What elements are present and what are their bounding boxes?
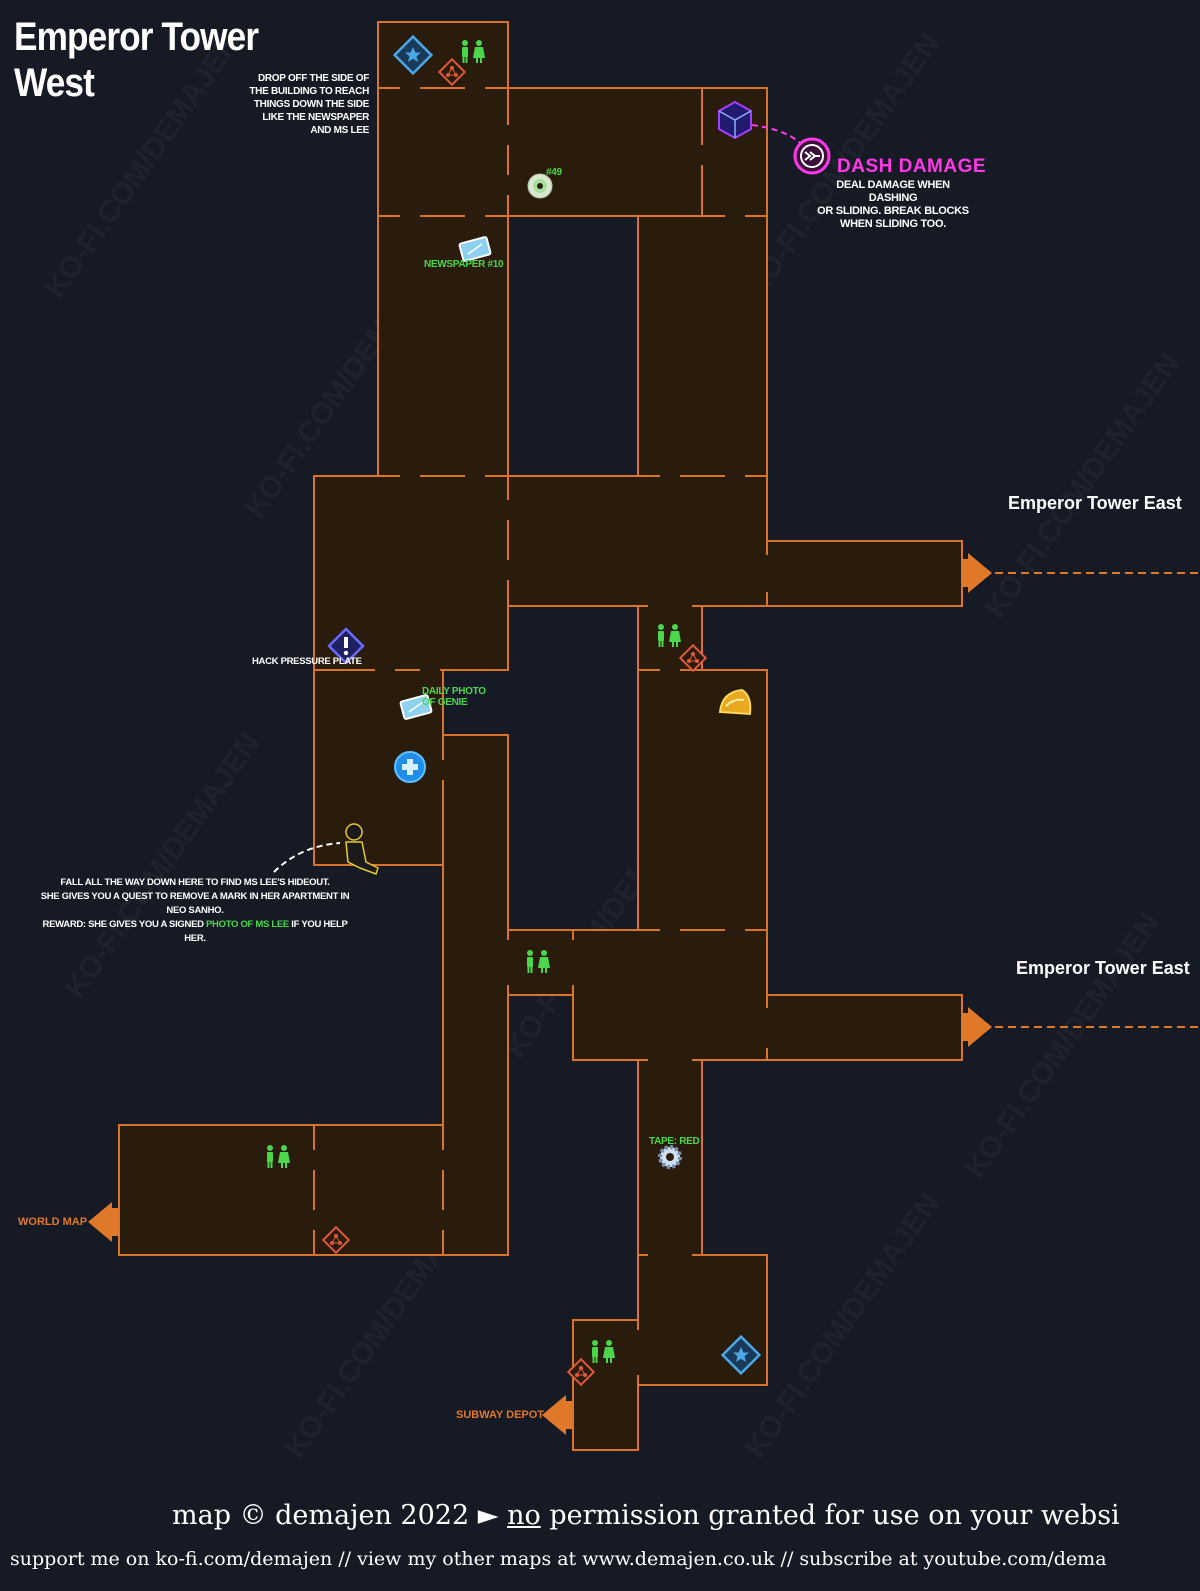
exit-label-subway: SUBWAY DEPOT <box>456 1409 545 1421</box>
newspaper-label: NEWSPAPER #10 <box>424 259 504 270</box>
watermark-text: KO-FI.COM/DEMAJEN <box>959 907 1167 1184</box>
room-upper-left <box>377 87 509 217</box>
dash-ability-icon[interactable] <box>793 137 831 175</box>
room-middle-hall <box>507 475 768 607</box>
room-shaft-right <box>637 215 768 477</box>
tape-label: TAPE: RED <box>649 1136 700 1147</box>
map-title-line2: West <box>14 61 95 105</box>
health-plus-icon[interactable] <box>394 751 426 783</box>
map-title-line1: Emperor Tower <box>14 15 259 59</box>
doors-layer <box>311 85 770 1375</box>
daily-photo-label-line1: DAILY PHOTO <box>422 686 486 697</box>
exit-arrow-icon[interactable] <box>88 1202 118 1242</box>
ms-lee-line1: FALL ALL THE WAY DOWN HERE TO FIND MS LE… <box>60 877 330 888</box>
ability-name: DASH DAMAGE <box>837 156 987 177</box>
room-corridor-east-2 <box>766 994 963 1061</box>
watermark-text: KO-FI.COM/DEMAJEN <box>739 1187 947 1464</box>
disc-label: #49 <box>546 167 562 178</box>
hack-plate-icon[interactable] <box>327 627 365 665</box>
room-toilet-mid <box>507 929 574 996</box>
room-subway-exit <box>572 1319 639 1451</box>
ability-desc-line1: DEAL DAMAGE WHEN DASHING <box>836 179 950 204</box>
watermark-text: KO-FI.COM/DEMAJEN <box>59 727 267 1004</box>
daily-photo-icon[interactable] <box>399 694 433 720</box>
ms-lee-photo-reward: PHOTO OF MS LEE <box>206 919 289 930</box>
ms-lee-line2: SHE GIVES YOU A QUEST TO REMOVE A MARK I… <box>40 891 350 916</box>
cube-upgrade-icon[interactable] <box>718 100 752 140</box>
ms-lee-character-icon[interactable] <box>345 823 379 875</box>
room-corridor-east-1 <box>766 540 963 607</box>
note-drop-off: DROP OFF THE SIDE OF THE BUILDING TO REA… <box>249 73 369 136</box>
exit-arrow-icon[interactable] <box>962 553 992 593</box>
room-world-exit <box>118 1124 315 1256</box>
ability-desc-line3: WHEN SLIDING TOO. <box>840 218 946 230</box>
golden-helmet-icon[interactable] <box>718 688 752 716</box>
watermark-text: KO-FI.COM/DEMAJEN <box>979 347 1187 624</box>
newspaper-icon[interactable] <box>458 236 492 262</box>
footer-links: support me on ko-fi.com/demajen // view … <box>10 1548 1107 1570</box>
exit-arrow-icon[interactable] <box>542 1395 572 1435</box>
exit-east-2[interactable] <box>962 1007 1200 1047</box>
exit-label-world-map: WORLD MAP <box>18 1216 88 1228</box>
ability-desc-line2: OR SLIDING. BREAK BLOCKS <box>817 205 969 217</box>
room-shaft-left <box>377 215 509 477</box>
exit-label-east-1: Emperor Tower East <box>1008 493 1182 513</box>
ms-lee-pointer <box>273 842 341 873</box>
footer-copyright: map © demajen 2022 ► no permission grant… <box>172 1500 1120 1531</box>
room-upper-right <box>701 87 768 217</box>
ms-lee-line3: REWARD: SHE GIVES YOU A SIGNED PHOTO OF … <box>40 918 350 946</box>
exit-label-east-2: Emperor Tower East <box>1016 958 1190 978</box>
ms-lee-line3-c: IF YOU HELP HER. <box>184 919 348 944</box>
footer-line1-c: permission granted for use on your websi <box>540 1500 1120 1531</box>
room-lower-hall <box>572 929 768 1061</box>
footer-line1-no: no <box>507 1500 541 1531</box>
exit-east-1[interactable] <box>962 553 1200 593</box>
map-title: Emperor Tower West <box>14 14 259 106</box>
exit-arrow-icon[interactable] <box>962 1007 992 1047</box>
daily-photo-label: DAILY PHOTO OF GENIE <box>422 686 486 708</box>
daily-photo-label-line2: OF GENIE <box>422 697 468 708</box>
disc-icon[interactable] <box>527 173 553 199</box>
note-ms-lee: FALL ALL THE WAY DOWN HERE TO FIND MS LE… <box>40 876 350 946</box>
tape-gear-icon[interactable] <box>658 1145 682 1169</box>
room-long-shaft <box>442 734 509 1256</box>
footer-line1-a: map © demajen 2022 ► <box>172 1500 508 1531</box>
rooms-layer <box>118 21 963 1451</box>
ms-lee-line3-a: REWARD: SHE GIVES YOU A SIGNED <box>42 919 207 930</box>
hack-plate-label: HACK PRESSURE PLATE <box>252 656 362 667</box>
ability-description: DEAL DAMAGE WHEN DASHING OR SLIDING. BRE… <box>812 179 974 231</box>
